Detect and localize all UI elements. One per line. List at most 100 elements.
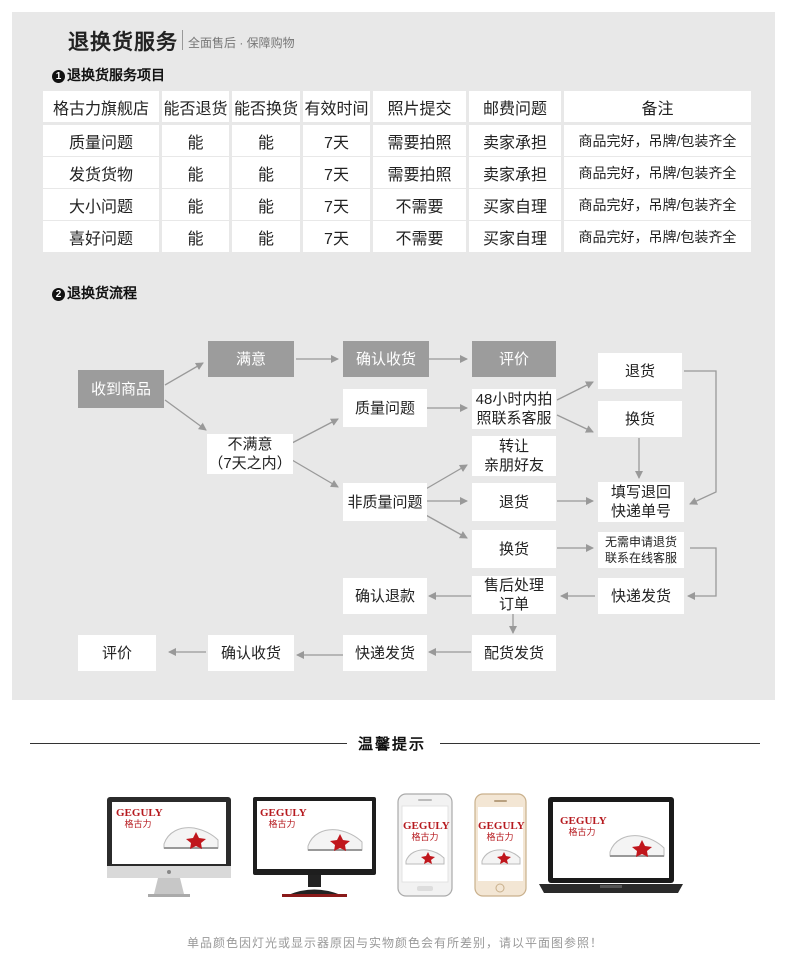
laptop-frame-icon <box>539 797 683 893</box>
table-header-cell: 格古力旗舰店 <box>43 91 159 122</box>
flow-dispatch: 配货发货 <box>472 635 556 671</box>
flow-noapply-line1: 无需申请退货 <box>604 535 677 549</box>
flow-fill-line2: 快递单号 <box>610 503 671 520</box>
flow-aftersale-line1: 售后处理 <box>483 577 544 594</box>
flow-transfer-line1: 转让 <box>498 438 529 455</box>
flow-confirm-receipt-bottom: 确认收货 <box>208 635 294 671</box>
flow-fill-line1: 填写退回 <box>610 484 671 501</box>
flow-unsatisfied-line2: （7天之内） <box>208 455 292 472</box>
flow-fill-tracking: 填写退回 快递单号 <box>598 482 684 522</box>
screen-logo: GEGULY 格古力 <box>478 821 525 843</box>
flow-unsatisfied: 不满意 （7天之内） <box>207 434 293 474</box>
table-cell: 买家自理 <box>469 189 561 220</box>
page-title: 退换货服务 <box>68 31 178 54</box>
brand-logo-cn: 格古力 <box>268 819 296 829</box>
section-label: 退换货服务项目 <box>67 67 165 83</box>
flow-satisfied: 满意 <box>208 341 294 377</box>
flow-exchange-mid: 换货 <box>472 530 556 568</box>
phone-frame-icon <box>397 793 453 897</box>
table-cell: 7天 <box>303 125 370 156</box>
title-divider <box>182 30 183 50</box>
flow-return-mid: 退货 <box>472 483 556 521</box>
sneaker-icon <box>609 835 665 857</box>
table-cell: 能 <box>232 157 300 188</box>
sneaker-icon <box>307 829 363 851</box>
table-cell: 买家自理 <box>469 221 561 252</box>
flow-review-top: 评价 <box>472 341 556 377</box>
table-cell: 7天 <box>303 189 370 220</box>
table-header-cell: 能否退货 <box>162 91 229 122</box>
flow-ship-bottom: 快递发货 <box>343 635 427 671</box>
section-number-badge: 2 <box>52 288 65 301</box>
section-number-badge: 1 <box>52 70 65 83</box>
section-label: 退换货流程 <box>67 285 137 301</box>
color-disclaimer: 单品颜色因灯光或显示器原因与实物颜色会有所差别，请以平面图参照！ <box>186 936 603 950</box>
table-cell: 商品完好，吊牌/包装齐全 <box>564 221 751 252</box>
table-cell: 能 <box>162 189 229 220</box>
table-header-cell: 能否换货 <box>232 91 300 122</box>
flow-received: 收到商品 <box>78 370 164 408</box>
table-cell: 不需要 <box>373 221 466 252</box>
phone-frame-icon <box>474 793 527 897</box>
page-subtitle: 全面售后 · 保障购物 <box>188 36 295 50</box>
brand-logo: GEGULY <box>116 807 163 819</box>
flow-ship-right: 快递发货 <box>598 578 684 614</box>
flow-noapply-line2: 联系在线客服 <box>604 551 677 565</box>
table-cell: 商品完好，吊牌/包装齐全 <box>564 157 751 188</box>
screen-logo: GEGULY 格古力 <box>403 820 450 843</box>
sneaker-icon <box>163 827 219 849</box>
flow-quality-issue: 质量问题 <box>343 389 427 427</box>
flow-contact-line2: 照联系客服 <box>476 410 552 427</box>
tips-divider-left <box>30 743 347 744</box>
table-header-cell: 照片提交 <box>373 91 466 122</box>
table-cell: 需要拍照 <box>373 157 466 188</box>
table-cell: 能 <box>162 125 229 156</box>
brand-logo-cn: 格古力 <box>124 819 152 829</box>
flow-unsatisfied-line1: 不满意 <box>227 436 273 453</box>
flow-review-bottom: 评价 <box>78 635 156 671</box>
tips-divider-right <box>440 743 760 744</box>
flow-confirm-refund: 确认退款 <box>343 578 427 614</box>
table-cell: 7天 <box>303 221 370 252</box>
screen-logo: GEGULY 格古力 <box>260 807 307 830</box>
brand-logo-cn: 格古力 <box>486 832 514 842</box>
brand-logo: GEGULY <box>260 807 307 819</box>
screen-logo: GEGULY 格古力 <box>560 815 607 838</box>
brand-logo: GEGULY <box>560 815 607 827</box>
table-cell: 能 <box>232 125 300 156</box>
white-phone-device: GEGULY 格古力 <box>397 793 453 897</box>
brand-logo-cn: 格古力 <box>568 827 596 837</box>
table-cell: 卖家承担 <box>469 157 561 188</box>
flow-transfer: 转让 亲朋好友 <box>472 436 556 476</box>
flow-return-top: 退货 <box>598 353 682 389</box>
table-cell: 喜好问题 <box>43 221 159 252</box>
table-cell: 质量问题 <box>43 125 159 156</box>
table-header-cell: 有效时间 <box>303 91 370 122</box>
screen-logo: GEGULY 格古力 <box>116 807 163 830</box>
table-cell: 大小问题 <box>43 189 159 220</box>
table-cell: 发货货物 <box>43 157 159 188</box>
sneaker-icon <box>481 849 521 865</box>
laptop-device: GEGULY 格古力 <box>538 796 684 896</box>
flow-exchange-top: 换货 <box>598 401 682 437</box>
table-cell: 商品完好，吊牌/包装齐全 <box>564 125 751 156</box>
table-cell: 能 <box>162 221 229 252</box>
brand-logo-cn: 格古力 <box>411 832 439 842</box>
sneaker-icon <box>405 849 445 865</box>
imac-device: GEGULY 格古力 <box>106 796 232 900</box>
table-cell: 不需要 <box>373 189 466 220</box>
monitor-device: GEGULY 格古力 <box>252 796 377 900</box>
table-cell: 7天 <box>303 157 370 188</box>
flow-confirm-receipt-top: 确认收货 <box>343 341 429 377</box>
table-cell: 能 <box>162 157 229 188</box>
table-header-cell: 邮费问题 <box>469 91 561 122</box>
table-header-cell: 备注 <box>564 91 751 122</box>
brand-logo: GEGULY <box>403 820 450 832</box>
flow-contact-service: 48小时内拍 照联系客服 <box>472 389 556 429</box>
flow-aftersale-order: 售后处理 订单 <box>472 576 556 614</box>
flow-no-apply: 无需申请退货 联系在线客服 <box>598 532 684 568</box>
table-cell: 能 <box>232 221 300 252</box>
